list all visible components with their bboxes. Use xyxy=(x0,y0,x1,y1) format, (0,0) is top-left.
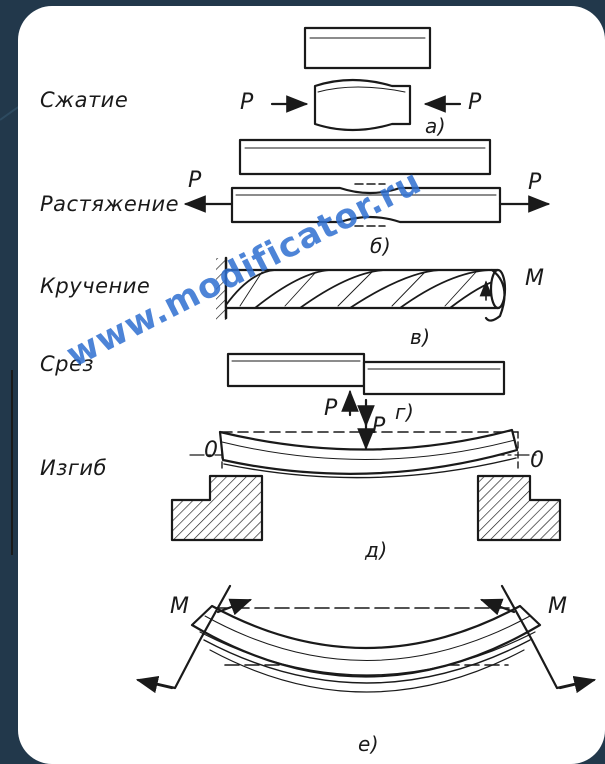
subfigure-g: г) xyxy=(395,400,415,424)
force-p-shear-up: P xyxy=(324,396,338,421)
shear-figure xyxy=(226,352,506,428)
subfigure-v: в) xyxy=(410,325,431,349)
torsion-figure xyxy=(216,256,507,322)
label-shear: Срез xyxy=(40,352,95,376)
axis-label-right: 0 xyxy=(530,448,545,473)
pure-bending-figure xyxy=(135,584,597,694)
subfigure-d: д) xyxy=(365,538,388,562)
moment-m-right: M xyxy=(548,594,568,619)
force-p-tension-left: P xyxy=(188,168,202,193)
moment-m-left: M xyxy=(170,594,190,619)
subfigure-e: е) xyxy=(358,732,380,756)
tension-figure xyxy=(183,138,551,227)
axis-label-left: 0 xyxy=(204,438,219,463)
force-p-compression-right: P xyxy=(468,90,482,115)
force-p-compression-left: P xyxy=(240,90,254,115)
compression-figure xyxy=(270,26,462,132)
subfigure-a: а) xyxy=(425,114,447,138)
bending-figure xyxy=(170,416,562,542)
force-p-tension-right: P xyxy=(528,170,542,195)
force-p-bending: P xyxy=(372,414,386,439)
label-torsion: Кручение xyxy=(40,274,151,298)
subfigure-b: б) xyxy=(370,234,392,258)
moment-m-torsion: M xyxy=(525,266,545,291)
label-compression: Сжатие xyxy=(40,88,129,112)
label-tension: Растяжение xyxy=(40,192,180,216)
label-bending: Изгиб xyxy=(40,456,108,480)
